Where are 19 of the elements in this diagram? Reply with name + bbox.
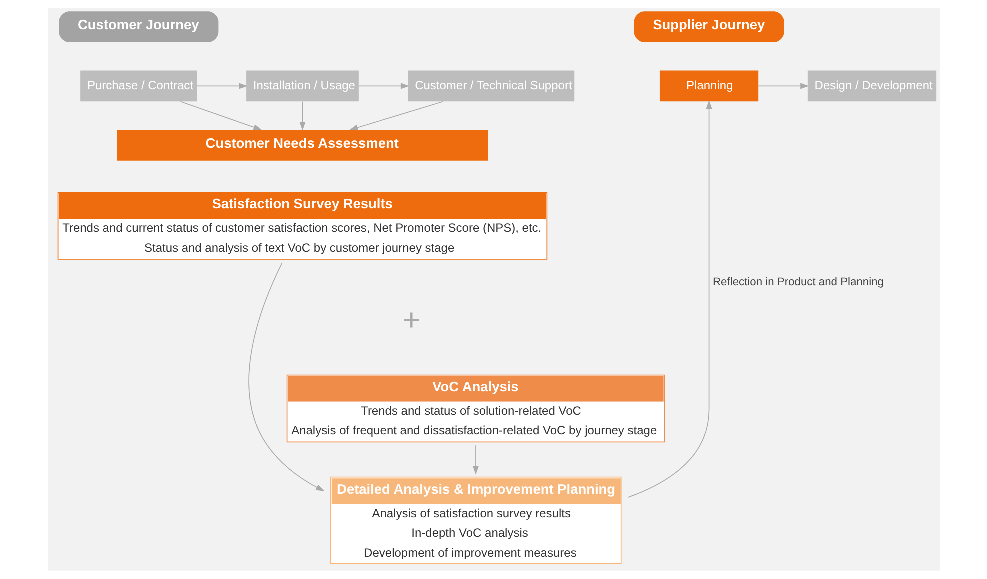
node-box: Customer / Technical Support <box>408 70 574 102</box>
node-box: Customer Journey <box>58 12 218 42</box>
node-box: Purchase / Contract <box>80 70 197 102</box>
arrow <box>758 83 809 90</box>
node-box: Customer Needs Assessment <box>116 130 488 161</box>
arrow <box>472 445 478 475</box>
arrow <box>248 262 324 492</box>
arrow <box>349 101 444 131</box>
label: + <box>402 302 420 338</box>
node-box: Installation / Usage <box>246 70 358 102</box>
arrow <box>358 83 410 90</box>
arrow <box>180 101 262 130</box>
edge-label: Reflection in Product and Planning <box>712 276 884 289</box>
node-box: Supplier Journey <box>634 12 784 42</box>
arrow <box>196 83 248 90</box>
node-box: Planning <box>659 70 758 102</box>
arrow <box>299 101 306 131</box>
arrow <box>627 100 712 498</box>
node-box: Design / Development <box>807 70 936 102</box>
